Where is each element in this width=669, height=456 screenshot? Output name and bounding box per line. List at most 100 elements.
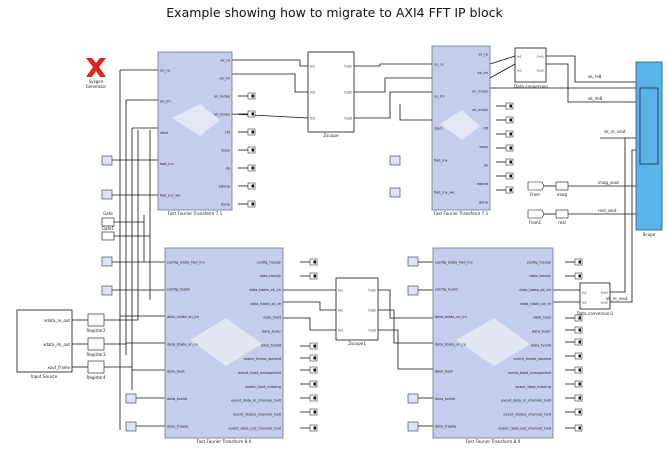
- terminator-icon: [578, 382, 581, 386]
- register3-block[interactable]: Register3: [86, 337, 106, 357]
- constant-block[interactable]: [407, 285, 419, 296]
- fft71-block-b[interactable]: Fast Fourier Transform 7.1: [431, 45, 491, 216]
- fft80_a-in-port-label: data_tdata_xn_im: [167, 315, 199, 319]
- fft71_b-out-port-label: rfd: [483, 126, 488, 130]
- gate-block[interactable]: Gate: [101, 211, 115, 227]
- fft80_b-out-port-label: data_tdata_xk_im: [519, 288, 551, 292]
- fft71-block-a[interactable]: Fast Fourier Transform 7.1: [157, 51, 233, 216]
- fft80_b-in-port-label: data_tready: [435, 424, 457, 428]
- dconv_b-out-port-label: Out2: [601, 300, 608, 304]
- fft80-block-a[interactable]: Fast Fourier Transform 8.0: [164, 247, 284, 444]
- dconv_a-in-port-label: In1: [517, 54, 522, 58]
- constant-block[interactable]: [101, 155, 113, 166]
- zscope1-block[interactable]: Zscope1: [335, 277, 379, 346]
- dconv_a-out-port-label: Out1: [537, 54, 544, 58]
- zscope_a-out-port-label: Out1: [344, 64, 352, 68]
- constant-blocks: [101, 155, 419, 432]
- from1-block[interactable]: From1: [527, 209, 545, 225]
- fft71_a-in-port-label: fwd_inv_we: [160, 193, 181, 197]
- scope-label-3: xk_re_vout: [604, 129, 626, 134]
- fft80_b-in-port-label: data_tlast: [435, 370, 453, 374]
- fft71_b-in-port-label: xn_re: [434, 62, 445, 66]
- fft71_a-out-port-label: xn_index: [214, 94, 231, 98]
- constant-block[interactable]: [125, 421, 137, 432]
- fft80_b-out-port-label: event_tlast_missing: [515, 385, 551, 389]
- fft80_a-out-port-label: config_tready: [257, 260, 282, 264]
- constant-block[interactable]: [407, 393, 419, 404]
- constant-block[interactable]: [389, 155, 401, 166]
- fft80_a-out-port-label: data_tvalid: [261, 343, 281, 347]
- fft80-block-b[interactable]: Fast Fourier Transform 8.0: [432, 247, 554, 444]
- terminator-icon: [578, 316, 581, 320]
- terminator-icon: [578, 260, 581, 264]
- fft71_a-out-port-label: dv: [226, 166, 231, 170]
- fft80_a-in-port-label: data_tdata_xn_re: [167, 342, 199, 346]
- diagram-title: Example showing how to migrate to AXI4 F…: [166, 5, 503, 20]
- zscope1-caption: Zscope1: [348, 341, 366, 346]
- fft80_a-out-port-label: event_data_out_channel_halt: [228, 426, 281, 430]
- gain-real-block[interactable]: real: [555, 209, 569, 225]
- from-block[interactable]: From: [527, 181, 545, 197]
- register4-block[interactable]: Register4: [86, 360, 106, 380]
- terminator-icon: [251, 130, 254, 134]
- terminator-icon: [251, 94, 254, 98]
- fft80_b-out-port-label: data_tdata_xk_re: [520, 302, 552, 306]
- gate-caption: Gate: [103, 211, 113, 216]
- constant-block[interactable]: [101, 256, 113, 267]
- terminator-icon: [578, 368, 581, 372]
- constant-block[interactable]: [101, 189, 113, 200]
- fft71_b-out-port-label: busy: [479, 145, 488, 149]
- input-source-block[interactable]: xdata_re_out xdata_im_out xout_frame Inp…: [16, 309, 73, 379]
- scope-block[interactable]: Scope: [635, 61, 663, 237]
- fft80_b-out-port-label: data_tvalid: [531, 343, 551, 347]
- terminator-icon: [313, 410, 316, 414]
- gate1-caption: Gate1: [102, 226, 115, 231]
- dconv_a-out-port-label: Out2: [537, 68, 544, 72]
- from-caption: From: [530, 192, 540, 197]
- fft80_a-in-port-label: data_tlast: [167, 370, 185, 374]
- fft71_a-out-port-label: rfd: [225, 130, 230, 134]
- zscope-block[interactable]: Zscope: [307, 51, 355, 138]
- register3-caption: Register3: [86, 352, 105, 357]
- terminator-icon: [578, 426, 581, 430]
- input-source-port-1: xdata_re_out: [44, 318, 70, 323]
- fft71_b-out-port-label: done: [479, 200, 489, 204]
- fft71_b-in-port-label: fwd_inv_we: [434, 190, 455, 194]
- data-conversion1-block[interactable]: Data conversion1: [577, 282, 614, 316]
- dconv_b-in-port-label: In1: [582, 290, 587, 294]
- fft71_b-out-port-label: xk_im: [477, 71, 488, 75]
- zscope_a-out-port-label: Out3: [344, 116, 352, 120]
- terminator-icon: [313, 382, 316, 386]
- fft71_b-out-port-label: xk_index: [472, 108, 489, 112]
- gate1-block[interactable]: Gate1: [101, 226, 115, 241]
- fft71_b-out-port-label: xn_index: [472, 89, 489, 93]
- terminator-icon: [578, 396, 581, 400]
- constant-block[interactable]: [407, 421, 419, 432]
- scope-label-5: imag_vout: [598, 180, 619, 185]
- fft80_b-in-port-label: config_tvalid: [435, 288, 458, 292]
- zscope_b-in-port-label: In2: [338, 308, 343, 312]
- terminator-icon: [578, 274, 581, 278]
- dconv_b-in-port-label: In2: [582, 300, 587, 304]
- zscope_a-in-port-label: In2: [310, 90, 315, 94]
- constant-block[interactable]: [407, 256, 419, 267]
- fft80_a-out-port-label: data_tdata_xk_im: [249, 288, 281, 292]
- data-conversion-block[interactable]: Data conversion: [514, 47, 549, 89]
- terminator-icon: [509, 132, 512, 136]
- gain-imag-block[interactable]: imag: [555, 181, 569, 197]
- terminator-icon: [313, 396, 316, 400]
- data-conversion1-caption: Data conversion1: [577, 311, 614, 316]
- zscope_a-in-port-label: In3: [310, 116, 315, 120]
- constant-block[interactable]: [389, 187, 401, 198]
- register2-block[interactable]: Register2: [86, 313, 106, 333]
- constant-block[interactable]: [101, 285, 113, 296]
- fft80-b-caption: Fast Fourier Transform 8.0: [466, 439, 521, 444]
- constant-block[interactable]: [125, 393, 137, 404]
- fft80_a-in-port-label: config_tvalid: [167, 288, 190, 292]
- fft80_b-out-port-label: event_data_out_channel_halt: [498, 426, 551, 430]
- fft71_b-in-port-label: start: [434, 126, 443, 130]
- terminator-icon: [509, 118, 512, 122]
- gain-imag-caption: imag: [557, 192, 567, 197]
- fft80-a-caption: Fast Fourier Transform 8.0: [197, 439, 252, 444]
- fft71_b-in-port-label: xn_im: [434, 94, 445, 98]
